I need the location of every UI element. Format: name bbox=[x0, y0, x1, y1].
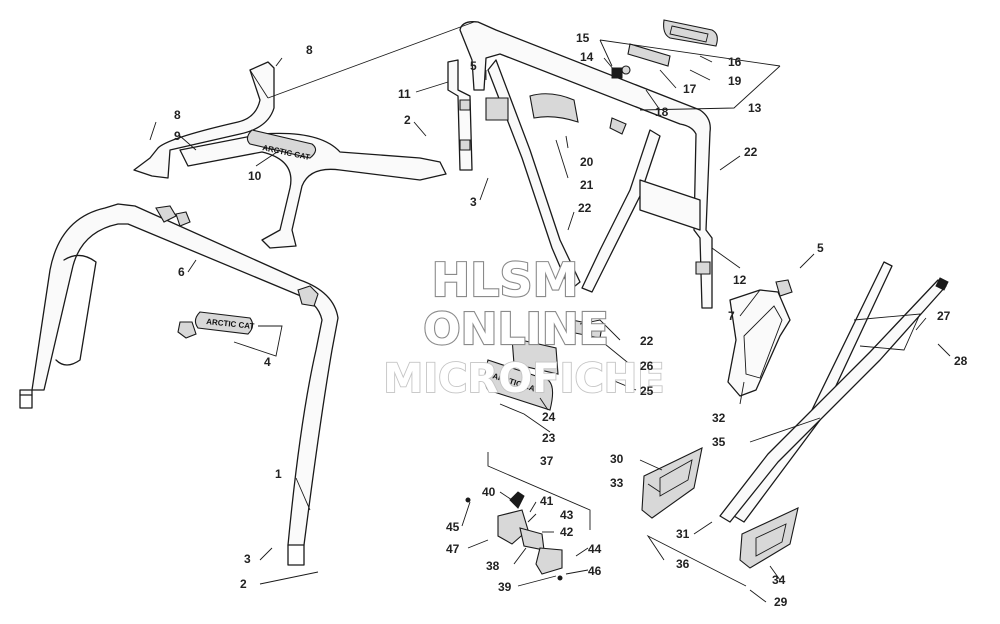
latch-assembly bbox=[465, 491, 563, 581]
callout-7: 7 bbox=[728, 309, 735, 323]
callout-25: 25 bbox=[640, 384, 654, 398]
mounting-brackets bbox=[641, 447, 799, 569]
callout-45: 45 bbox=[446, 520, 460, 534]
callout-14: 14 bbox=[580, 50, 594, 64]
callout-36: 36 bbox=[676, 557, 690, 571]
callout-35: 35 bbox=[712, 435, 726, 449]
callout-34: 34 bbox=[772, 573, 786, 587]
callout-16: 16 bbox=[728, 55, 742, 69]
callout-38: 38 bbox=[486, 559, 500, 573]
rear-arm-assembly bbox=[719, 261, 949, 523]
callout-18: 18 bbox=[655, 105, 669, 119]
callout-8-upper: 8 bbox=[306, 43, 313, 57]
callout-44: 44 bbox=[588, 542, 602, 556]
callout-2-upper: 2 bbox=[404, 113, 411, 127]
callout-32: 32 bbox=[712, 411, 726, 425]
callout-27: 27 bbox=[937, 309, 951, 323]
callout-12: 12 bbox=[733, 273, 747, 287]
callout-30: 30 bbox=[610, 452, 624, 466]
leader-lines bbox=[149, 21, 951, 603]
callout-9: 9 bbox=[174, 129, 181, 143]
callout-40: 40 bbox=[482, 485, 496, 499]
callout-15: 15 bbox=[576, 31, 590, 45]
tail-light-assembly bbox=[611, 19, 718, 79]
watermark-line-2: ONLINE bbox=[423, 304, 609, 355]
callout-2-lower: 2 bbox=[240, 577, 247, 591]
callout-3-lower: 3 bbox=[244, 552, 251, 566]
watermark-line-1: HLSM bbox=[432, 253, 579, 307]
rear-crossbar: ARCTIC CAT bbox=[133, 61, 447, 249]
callout-4: 4 bbox=[264, 355, 271, 369]
callout-33: 33 bbox=[610, 476, 624, 490]
callout-6: 6 bbox=[178, 265, 185, 279]
callout-21: 21 bbox=[580, 178, 594, 192]
callout-47: 47 bbox=[446, 542, 460, 556]
callout-41: 41 bbox=[540, 494, 554, 508]
callout-42: 42 bbox=[560, 525, 574, 539]
callout-22-mid: 22 bbox=[578, 201, 592, 215]
callout-19: 19 bbox=[728, 74, 742, 88]
callout-1: 1 bbox=[275, 467, 282, 481]
callout-20: 20 bbox=[580, 155, 594, 169]
callout-43: 43 bbox=[560, 508, 574, 522]
callout-31: 31 bbox=[676, 527, 690, 541]
front-rops-bar bbox=[19, 203, 339, 566]
callout-5-right: 5 bbox=[817, 241, 824, 255]
callout-5-upper: 5 bbox=[470, 59, 477, 73]
callout-22-right: 22 bbox=[744, 145, 758, 159]
callout-39: 39 bbox=[498, 580, 512, 594]
rear-rops-frame bbox=[447, 21, 713, 309]
callout-37: 37 bbox=[540, 454, 554, 468]
callout-10: 10 bbox=[248, 169, 262, 183]
watermark-line-3: MICROFICHE bbox=[383, 356, 664, 402]
watermark: HLSM ONLINE MICROFICHE bbox=[382, 252, 665, 403]
callout-11: 11 bbox=[398, 87, 411, 101]
callout-29: 29 bbox=[774, 595, 788, 609]
callout-46: 46 bbox=[588, 564, 602, 578]
grab-handle bbox=[727, 279, 793, 397]
rear-view-mirror: ARCTIC CAT bbox=[177, 311, 255, 339]
callout-8-lower: 8 bbox=[174, 108, 181, 122]
light-bar: ARCTIC CAT bbox=[484, 319, 603, 411]
callout-labels: 1 2 2 3 3 4 5 5 6 7 8 8 9 10 11 12 13 14… bbox=[174, 31, 968, 609]
callout-22-lower: 22 bbox=[640, 334, 654, 348]
callout-17: 17 bbox=[683, 82, 697, 96]
callout-24: 24 bbox=[542, 410, 556, 424]
callout-3-upper: 3 bbox=[470, 195, 477, 209]
callout-13: 13 bbox=[748, 101, 762, 115]
callout-28: 28 bbox=[954, 354, 968, 368]
callout-23: 23 bbox=[542, 431, 556, 445]
callout-26: 26 bbox=[640, 359, 654, 373]
